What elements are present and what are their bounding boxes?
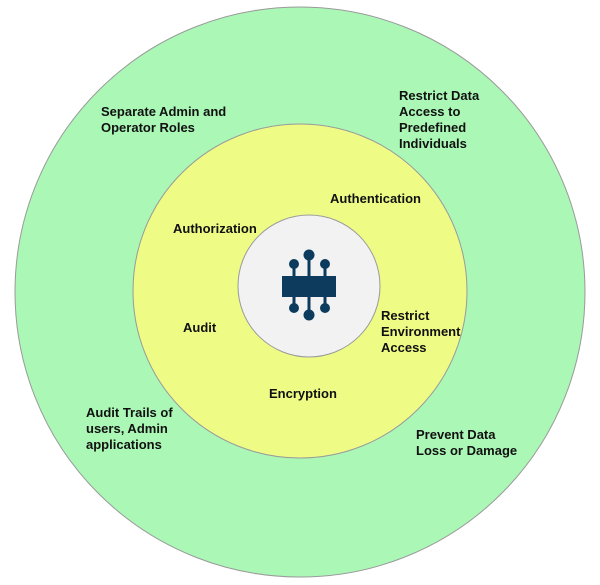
- label-authentication: Authentication: [330, 191, 421, 206]
- label-restrict-data-access: Restrict Data Access to Predefined Indiv…: [399, 88, 480, 151]
- label-encryption: Encryption: [269, 386, 337, 401]
- label-authorization: Authorization: [173, 221, 257, 236]
- label-separate-roles: Separate Admin and Operator Roles: [101, 104, 227, 135]
- label-restrict-environment: Restrict Environment Access: [381, 308, 461, 355]
- circuit-chip-icon: [282, 249, 336, 321]
- label-audit: Audit: [183, 320, 217, 335]
- label-audit-trails: Audit Trails of users, Admin application…: [86, 405, 173, 452]
- label-prevent-data-loss: Prevent Data Loss or Damage: [416, 427, 518, 458]
